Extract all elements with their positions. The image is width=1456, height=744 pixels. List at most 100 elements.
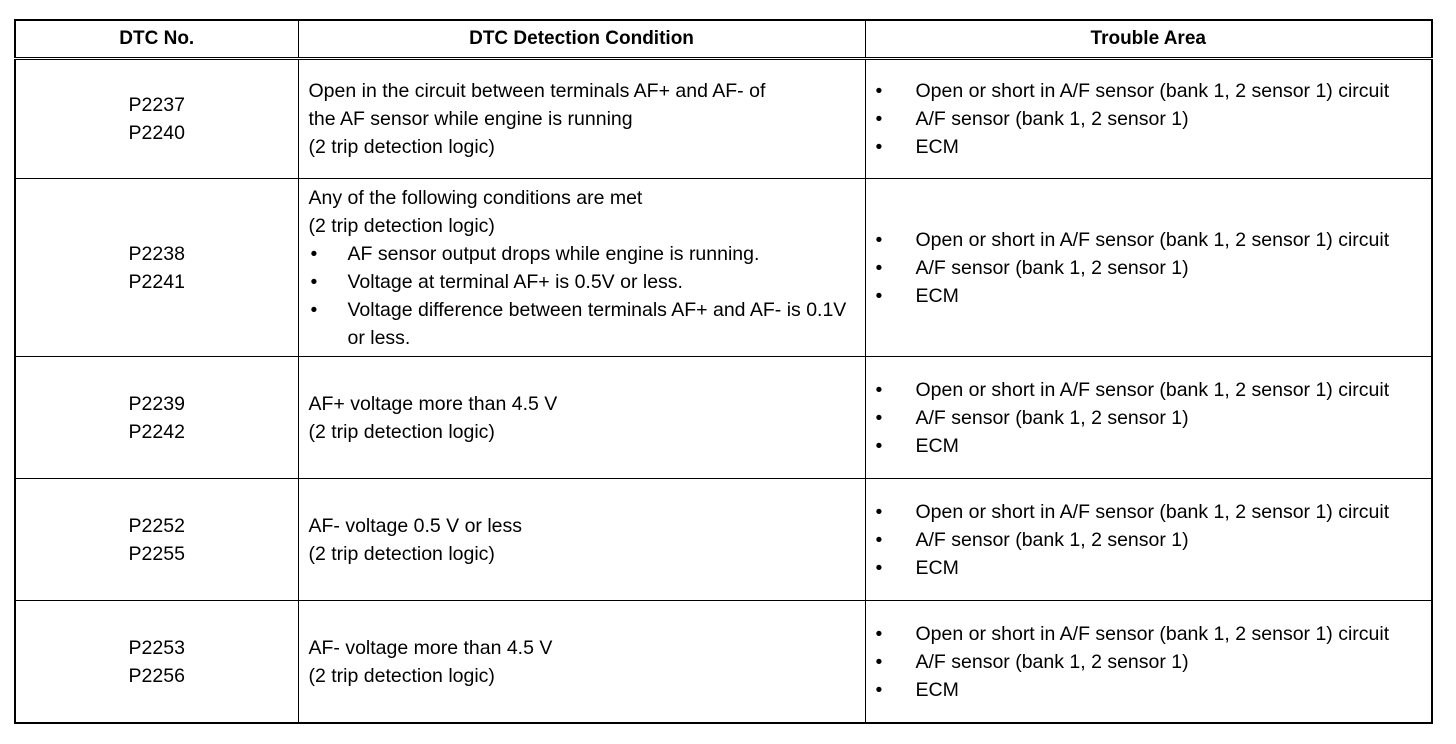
trouble-area-text: A/F sensor (bank 1, 2 sensor 1): [915, 108, 1189, 130]
trouble-area-item: • A/F sensor (bank 1, 2 sensor 1): [876, 648, 1422, 676]
trouble-area-text: A/F sensor (bank 1, 2 sensor 1): [915, 650, 1189, 673]
dtc-code: P2238: [128, 242, 185, 265]
dtc-code: P2239: [128, 392, 185, 415]
bullet-icon: •: [875, 256, 883, 279]
condition-text: AF+ voltage more than 4.5 V: [308, 392, 558, 415]
condition-text: AF- voltage more than 4.5 V: [308, 636, 553, 659]
bullet-icon: •: [875, 136, 883, 158]
condition-list-text: AF sensor output drops while engine is r…: [347, 242, 760, 265]
bullet-icon: •: [875, 622, 883, 645]
header-detection-condition: DTC Detection Condition: [297, 19, 866, 60]
condition-list-text: Voltage difference between terminals AF+…: [347, 298, 847, 349]
detection-condition-cell: Any of the following conditions are met (…: [297, 178, 866, 357]
bullet-icon: •: [310, 242, 318, 265]
dtc-code: P2237: [128, 94, 185, 116]
condition-list: • AF sensor output drops while engine is …: [309, 240, 855, 352]
trouble-area-list: • Open or short in A/F sensor (bank 1, 2 …: [876, 498, 1422, 582]
trouble-area-list: • Open or short in A/F sensor (bank 1, 2 …: [876, 376, 1422, 460]
trouble-area-text: Open or short in A/F sensor (bank 1, 2 s…: [915, 622, 1390, 645]
condition-text: (2 trip detection logic): [308, 420, 495, 443]
trouble-area-item: • Open or short in A/F sensor (bank 1, 2 …: [876, 498, 1422, 526]
trouble-area-cell: • Open or short in A/F sensor (bank 1, 2 …: [864, 478, 1433, 601]
condition-text: (2 trip detection logic): [308, 664, 495, 687]
trouble-area-text: ECM: [915, 556, 959, 579]
trouble-area-item: • ECM: [876, 282, 1422, 310]
detection-condition-cell: AF+ voltage more than 4.5 V (2 trip detec…: [297, 356, 866, 479]
bullet-icon: •: [875, 556, 883, 579]
bullet-icon: •: [875, 406, 883, 429]
condition-text: (2 trip detection logic): [308, 136, 495, 158]
condition-text: Open in the circuit between terminals AF…: [308, 80, 766, 102]
bullet-icon: •: [875, 678, 883, 701]
trouble-area-item: •Open or short in A/F sensor (bank 1, 2 …: [876, 77, 1422, 105]
header-row: DTC No. DTC Detection Condition Trouble …: [14, 19, 1433, 60]
condition-text: (2 trip detection logic): [308, 214, 495, 237]
detection-condition-cell: Open in the circuit between terminals AF…: [297, 58, 866, 179]
bullet-icon: •: [875, 108, 883, 130]
trouble-area-list: •Open or short in A/F sensor (bank 1, 2 …: [876, 77, 1422, 161]
trouble-area-item: • ECM: [876, 676, 1422, 704]
detection-condition-cell: AF- voltage more than 4.5 V (2 trip detec…: [297, 600, 866, 724]
trouble-area-text: A/F sensor (bank 1, 2 sensor 1): [915, 406, 1189, 429]
trouble-area-cell: • Open or short in A/F sensor (bank 1, 2 …: [864, 356, 1433, 479]
dtc-code: P2252: [128, 514, 185, 537]
bullet-icon: •: [875, 434, 883, 457]
bullet-icon: •: [310, 270, 318, 293]
trouble-area-text: ECM: [915, 434, 959, 457]
trouble-area-text: ECM: [915, 136, 959, 158]
detection-condition-cell: AF- voltage 0.5 V or less (2 trip detecti…: [297, 478, 866, 601]
condition-text: the AF sensor while engine is running: [308, 108, 633, 130]
trouble-area-item: • Open or short in A/F sensor (bank 1, 2 …: [876, 226, 1422, 254]
trouble-area-text: Open or short in A/F sensor (bank 1, 2 s…: [915, 228, 1390, 251]
bullet-icon: •: [875, 228, 883, 251]
trouble-area-item: • A/F sensor (bank 1, 2 sensor 1): [876, 404, 1422, 432]
trouble-area-text: Open or short in A/F sensor (bank 1, 2 s…: [915, 500, 1390, 523]
condition-text: (2 trip detection logic): [308, 542, 495, 565]
dtc-code: P2240: [128, 122, 185, 144]
trouble-area-list: • Open or short in A/F sensor (bank 1, 2 …: [876, 226, 1422, 310]
trouble-area-text: ECM: [915, 678, 959, 701]
trouble-area-text: ECM: [915, 284, 959, 307]
bullet-icon: •: [875, 378, 883, 401]
trouble-area-item: • Open or short in A/F sensor (bank 1, 2 …: [876, 376, 1422, 404]
trouble-area-text: A/F sensor (bank 1, 2 sensor 1): [915, 528, 1189, 551]
dtc-code: P2253: [128, 636, 185, 659]
bullet-icon: •: [875, 80, 883, 102]
condition-text: AF- voltage 0.5 V or less: [308, 514, 523, 537]
trouble-area-cell: • Open or short in A/F sensor (bank 1, 2 …: [864, 600, 1433, 724]
condition-list-item: • Voltage at terminal AF+ is 0.5V or less…: [309, 268, 855, 296]
dtc-code: P2255: [128, 542, 185, 565]
trouble-area-cell: •Open or short in A/F sensor (bank 1, 2 …: [864, 58, 1433, 179]
trouble-area-list: • Open or short in A/F sensor (bank 1, 2 …: [876, 620, 1422, 704]
dtc-table: DTC No. DTC Detection Condition Trouble …: [14, 19, 1433, 724]
trouble-area-text: Open or short in A/F sensor (bank 1, 2 s…: [915, 378, 1390, 401]
condition-text: Any of the following conditions are met: [308, 186, 643, 209]
bullet-icon: •: [310, 298, 318, 321]
trouble-area-item: • ECM: [876, 432, 1422, 460]
bullet-icon: •: [875, 650, 883, 673]
header-trouble-area: Trouble Area: [864, 19, 1433, 60]
bullet-icon: •: [875, 500, 883, 523]
trouble-area-item: • A/F sensor (bank 1, 2 sensor 1): [876, 105, 1422, 133]
dtc-code: P2241: [128, 270, 185, 293]
trouble-area-item: • A/F sensor (bank 1, 2 sensor 1): [876, 254, 1422, 282]
table-header: DTC No. DTC Detection Condition Trouble …: [14, 19, 1433, 60]
trouble-area-text: A/F sensor (bank 1, 2 sensor 1): [915, 256, 1189, 279]
bullet-icon: •: [875, 284, 883, 307]
header-dtc-no: DTC No.: [14, 19, 299, 60]
trouble-area-cell: • Open or short in A/F sensor (bank 1, 2 …: [864, 178, 1433, 357]
condition-list-item: • Voltage difference between terminals AF…: [309, 296, 855, 352]
condition-list-text: Voltage at terminal AF+ is 0.5V or less.: [347, 270, 683, 293]
trouble-area-item: • ECM: [876, 133, 1422, 161]
